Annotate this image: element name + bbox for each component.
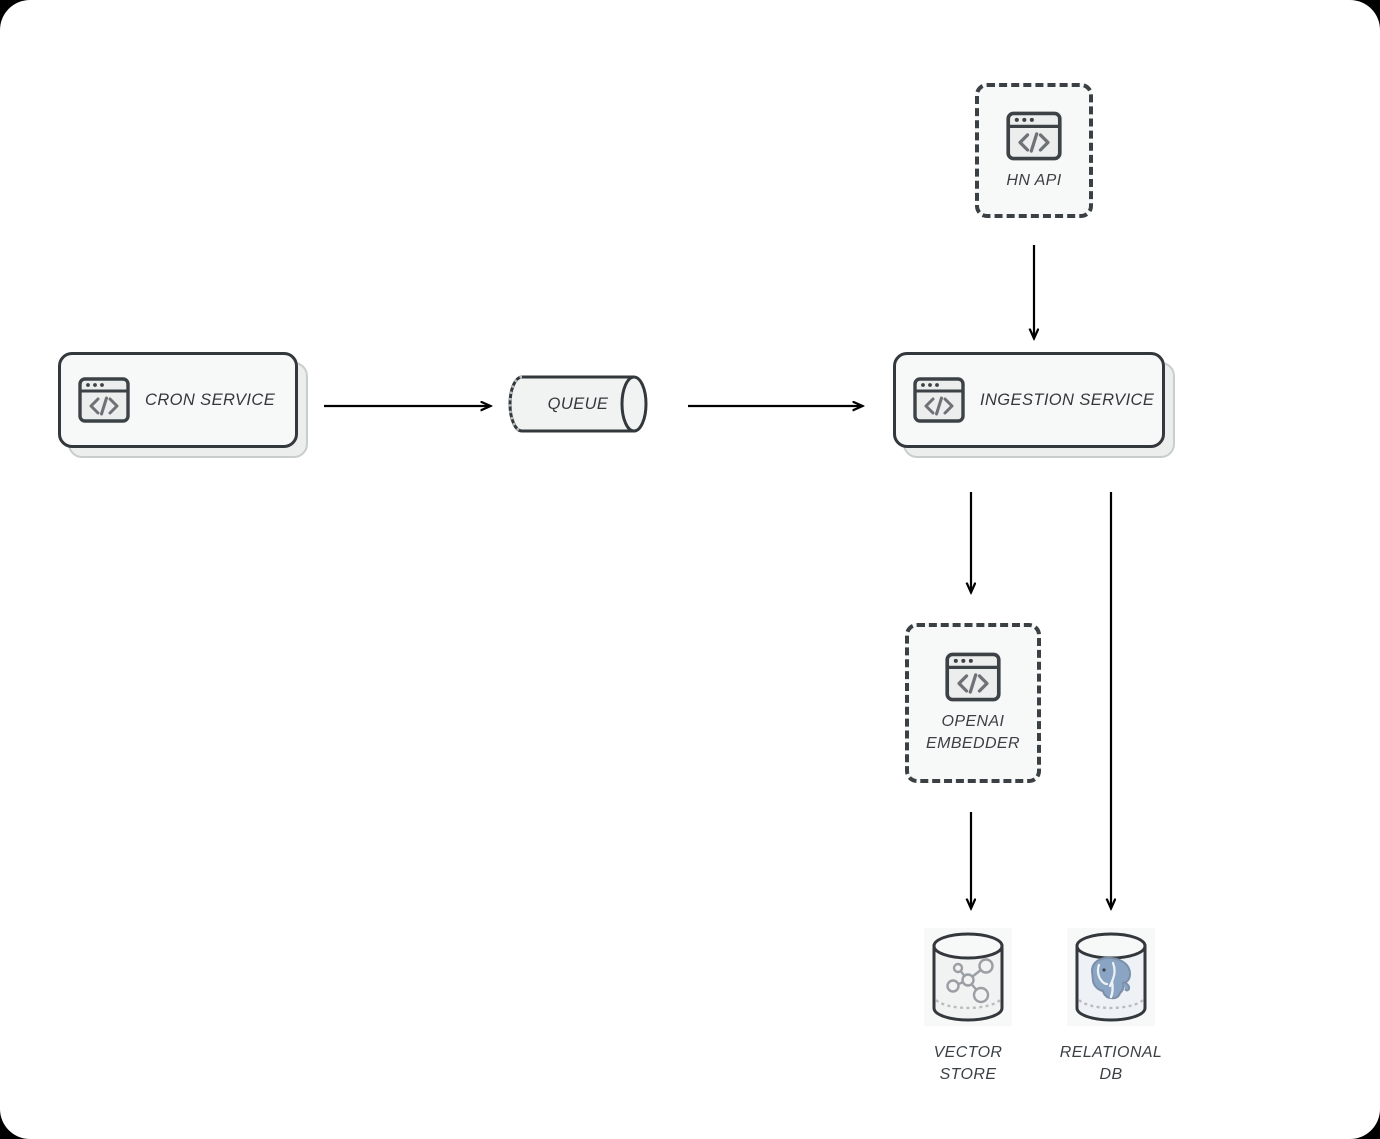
node-queue[interactable]: QUEUE — [508, 375, 648, 433]
node-ingestion-service[interactable]: INGESTION SERVICE — [893, 352, 1175, 458]
code-window-icon — [1005, 110, 1063, 162]
node-cron-service[interactable]: CRON SERVICE — [58, 352, 308, 458]
code-window-icon — [944, 651, 1002, 703]
node-label-vector-store: VECTOR STORE — [933, 1044, 1003, 1083]
node-relational-db[interactable]: RELATIONAL DB — [1046, 928, 1176, 1085]
card-face: INGESTION SERVICE — [893, 352, 1165, 448]
code-window-icon — [77, 376, 131, 424]
node-hn-api[interactable]: HN API — [975, 83, 1093, 218]
node-vector-store[interactable]: VECTOR STORE — [912, 928, 1024, 1085]
node-label-cron-service: CRON SERVICE — [145, 390, 276, 409]
node-label-openai-embedder: OPENAI EMBEDDER — [926, 713, 1020, 752]
node-openai-embedder[interactable]: OPENAI EMBEDDER — [905, 623, 1041, 783]
vector-database-icon — [924, 928, 1012, 1026]
cylinder-horizontal-icon — [508, 375, 648, 433]
card-face: CRON SERVICE — [58, 352, 298, 448]
postgres-database-icon — [1067, 928, 1155, 1026]
node-label-hn-api: HN API — [1006, 171, 1062, 189]
code-window-icon — [912, 376, 966, 424]
node-label-queue: QUEUE — [547, 394, 609, 413]
node-label-ingestion-service: INGESTION SERVICE — [980, 390, 1155, 409]
node-label-relational-db: RELATIONAL DB — [1059, 1044, 1163, 1083]
